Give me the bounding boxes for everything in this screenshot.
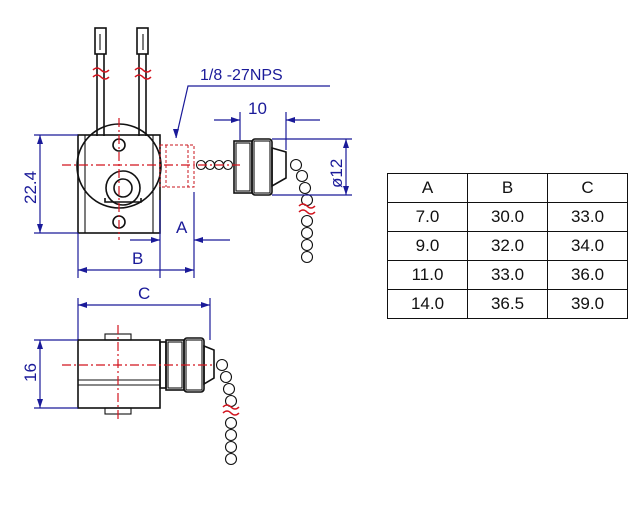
top-view: 1/8 -27NPS 10 ø12 22.4: [21, 27, 352, 278]
dimension-10-label: 10: [248, 99, 267, 118]
table-cell: 36.5: [467, 289, 548, 319]
dimension-22-4-label: 22.4: [21, 171, 40, 204]
table-row: 7.0 30.0 33.0: [387, 202, 628, 232]
table-header-cell: A: [387, 173, 468, 203]
table-row: 11.0 33.0 36.0: [387, 260, 628, 290]
dimension-a: A: [130, 192, 230, 278]
table-cell: 7.0: [387, 202, 468, 232]
thread-callout: 1/8 -27NPS: [173, 67, 330, 139]
table-cell: 32.0: [467, 231, 548, 261]
dimension-b: B: [77, 233, 194, 278]
wires: [92, 27, 152, 136]
threaded-nipple: [159, 144, 195, 188]
dimension-16: 16: [21, 339, 78, 409]
centerlines-top: [62, 118, 240, 240]
table-cell: 11.0: [387, 260, 468, 290]
table-cell: 39.0: [547, 289, 628, 319]
dimension-b-label: B: [132, 249, 143, 268]
table-header-row: A B C: [387, 173, 628, 203]
dimension-table: A B C 7.0 30.0 33.0 9.0 32.0 34.0 11.0 3…: [387, 173, 628, 319]
dimension-diameter: ø12: [272, 138, 352, 196]
table-header-cell: B: [467, 173, 548, 203]
side-chain: [215, 358, 240, 466]
dimension-diameter-label: ø12: [327, 159, 346, 188]
dimension-a-label: A: [176, 218, 188, 237]
dimension-c: C: [77, 284, 211, 340]
thread-callout-label: 1/8 -27NPS: [200, 67, 283, 84]
table-row: 14.0 36.5 39.0: [387, 289, 628, 319]
side-body: [77, 333, 161, 415]
table-cell: 34.0: [547, 231, 628, 261]
side-view: C: [21, 284, 240, 466]
centerlines-side: [62, 325, 214, 420]
table-cell: 14.0: [387, 289, 468, 319]
table-cell: 36.0: [547, 260, 628, 290]
dimension-22-4: 22.4: [21, 134, 78, 234]
chain-hanging: [289, 158, 316, 264]
dimension-10: 10: [214, 99, 320, 150]
dimension-c-label: C: [138, 284, 150, 303]
knurled-knob: [233, 138, 287, 196]
table-header-cell: C: [547, 173, 628, 203]
table-cell: 33.0: [547, 202, 628, 232]
table-cell: 9.0: [387, 231, 468, 261]
table-row: 9.0 32.0 34.0: [387, 231, 628, 261]
table-cell: 30.0: [467, 202, 548, 232]
dimension-16-label: 16: [21, 363, 40, 382]
table-cell: 33.0: [467, 260, 548, 290]
